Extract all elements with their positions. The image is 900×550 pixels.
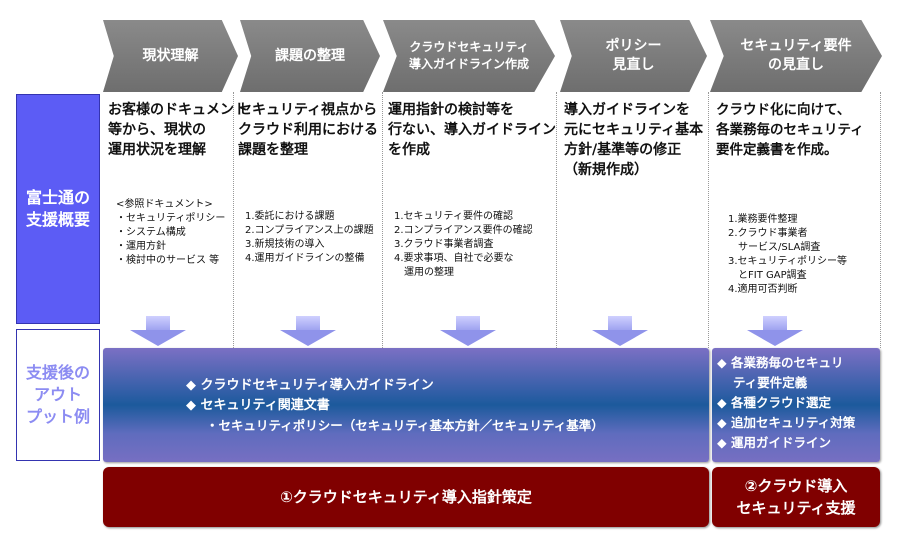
output-box-support: ◆ 各業務毎のセキュリ ティ要件定義 ◆ 各種クラウド選定 ◆ 追加セキュリティ…: [712, 348, 880, 462]
column-3-summary: 運用指針の検討等を行ない、導入ガイドラインを作成: [388, 100, 556, 160]
summary-line: 行ない、導入ガイドライン: [388, 122, 556, 138]
detail-line: ・セキュリティポリシー: [116, 213, 226, 224]
summary-line: 運用指針の検討等を: [388, 102, 514, 118]
label-line: 支援概要: [25, 210, 90, 229]
column-divider: [880, 92, 881, 348]
row-label-support: 富士通の支援概要: [16, 94, 100, 324]
detail-line: 運用の整理: [394, 267, 454, 278]
phase-label: ①クラウドセキュリティ導入指針策定: [280, 488, 532, 506]
label-line: アウト: [33, 385, 82, 404]
column-2-details: 1.委託における課題 2.コンプライアンス上の課題 3.新規技術の導入 4.運用ガイド…: [245, 210, 374, 266]
detail-line: <参照ドキュメント>: [116, 199, 213, 210]
phase-1-bar: ①クラウドセキュリティ導入指針策定: [103, 467, 709, 527]
step-chevron-requirements: セキュリティ要件の見直し: [710, 20, 882, 92]
column-2-summary: セキュリティ視点からクラウド利用における課題を整理: [238, 100, 378, 160]
column-4-summary: 導入ガイドラインを元にセキュリティ基本方針/基準等の修正 （新規作成）: [564, 100, 703, 180]
output-item: ◆ セキュリティ関連文書: [186, 398, 330, 413]
output-item: ◆ 運用ガイドライン: [717, 435, 831, 450]
label-line: 支援後の: [25, 363, 90, 382]
phase-label: セキュリティ支援: [736, 499, 856, 517]
output-item: ・セキュリティポリシー（セキュリティ基本方針／セキュリティ基準）: [206, 418, 604, 433]
output-box-guideline: ◆ クラウドセキュリティ導入ガイドライン ◆ セキュリティ関連文書 ・セキュリテ…: [103, 348, 709, 462]
column-1-summary: お客様のドキュメント等から、現状の運用状況を理解: [108, 100, 248, 160]
detail-line: 3.クラウド事業者調査: [394, 239, 494, 250]
summary-line: 各業務毎のセキュリティ: [716, 122, 864, 138]
summary-line: クラウド化に向けて、: [716, 102, 851, 118]
step-label: の見直し: [767, 57, 824, 73]
step-label: クラウドセキュリティ: [409, 40, 529, 54]
detail-line: ・運用方針: [116, 241, 166, 252]
detail-line: サービス/SLA調査: [728, 242, 821, 253]
summary-line: 方針/基準等の修正: [564, 142, 682, 158]
label-line: 富士通の: [25, 188, 90, 207]
label-line: プット例: [25, 407, 90, 426]
phase-2-bar: ②クラウド導入セキュリティ支援: [712, 467, 880, 527]
output-item: ◆ 追加セキュリティ対策: [717, 415, 856, 430]
summary-line: 運用状況を理解: [108, 142, 206, 158]
summary-line: 導入ガイドラインを: [564, 102, 690, 118]
step-label: 導入ガイドライン作成: [408, 57, 529, 71]
step-chevron-current-state: 現状理解: [103, 20, 238, 92]
detail-line: とFIT GAP調査: [728, 270, 807, 281]
detail-line: 4.適用可否判断: [728, 284, 798, 295]
column-5-details: 1.業務要件整理 2.クラウド事業者 サービス/SLA調査 3.セキュリティポリシー…: [728, 213, 847, 297]
column-3-details: 1.セキュリティ要件の確認 2.コンプライアンス要件の確認 3.クラウド事業者調査 4…: [394, 210, 533, 280]
detail-line: ・検討中のサービス 等: [116, 255, 220, 266]
phase-label: ②クラウド導入: [744, 477, 848, 495]
detail-line: 2.クラウド事業者: [728, 228, 808, 239]
detail-line: 1.業務要件整理: [728, 214, 798, 225]
step-label: 現状理解: [142, 47, 199, 64]
step-label: セキュリティ要件: [740, 38, 852, 54]
detail-line: 4.要求事項、自社で必要な: [394, 253, 514, 264]
detail-line: 2.コンプライアンス上の課題: [245, 225, 374, 236]
summary-line: 要件定義書を作成。: [716, 142, 838, 158]
column-divider: [708, 92, 709, 348]
row-label-output: 支援後のアウトプット例: [16, 329, 100, 461]
down-arrow-icon: [592, 316, 648, 346]
summary-line: （新規作成）: [564, 162, 648, 178]
output-item: ◆ 各業務毎のセキュリ: [717, 355, 844, 370]
step-chevron-policy: ポリシー見直し: [560, 20, 707, 92]
step-label: ポリシー: [605, 38, 662, 54]
detail-line: ・システム構成: [116, 227, 186, 238]
column-divider: [556, 92, 557, 348]
step-label: 見直し: [612, 57, 655, 73]
summary-line: 元にセキュリティ基本: [564, 122, 704, 138]
down-arrow-icon: [130, 316, 186, 346]
column-1-details: <参照ドキュメント> ・セキュリティポリシー・システム構成・運用方針・検討中のサー…: [116, 198, 225, 268]
column-divider: [382, 92, 383, 348]
step-chevron-guideline: クラウドセキュリティ導入ガイドライン作成: [383, 20, 555, 92]
summary-line: を作成: [388, 142, 430, 158]
down-arrow-icon: [440, 316, 496, 346]
detail-line: 1.セキュリティ要件の確認: [394, 211, 513, 222]
summary-line: セキュリティ視点から: [238, 102, 378, 118]
column-divider: [233, 92, 234, 348]
down-arrow-icon: [280, 316, 336, 346]
detail-line: 3.セキュリティポリシー等: [728, 256, 847, 267]
output-item: ◆ 各種クラウド選定: [717, 395, 831, 410]
summary-line: 課題を整理: [238, 142, 308, 158]
down-arrow-icon: [747, 316, 803, 346]
summary-line: お客様のドキュメント: [108, 102, 248, 118]
detail-line: 2.コンプライアンス要件の確認: [394, 225, 533, 236]
output-item: ◆ クラウドセキュリティ導入ガイドライン: [186, 378, 434, 393]
detail-line: 4.運用ガイドラインの整備: [245, 253, 365, 264]
step-chevron-issues: 課題の整理: [240, 20, 380, 92]
output-item: ティ要件定義: [733, 375, 808, 390]
step-label: 課題の整理: [275, 47, 345, 64]
summary-line: クラウド利用における: [238, 122, 378, 138]
summary-line: 等から、現状の: [108, 122, 206, 138]
detail-line: 1.委託における課題: [245, 211, 335, 222]
detail-line: 3.新規技術の導入: [245, 239, 325, 250]
column-5-summary: クラウド化に向けて、各業務毎のセキュリティ要件定義書を作成。: [716, 100, 864, 160]
